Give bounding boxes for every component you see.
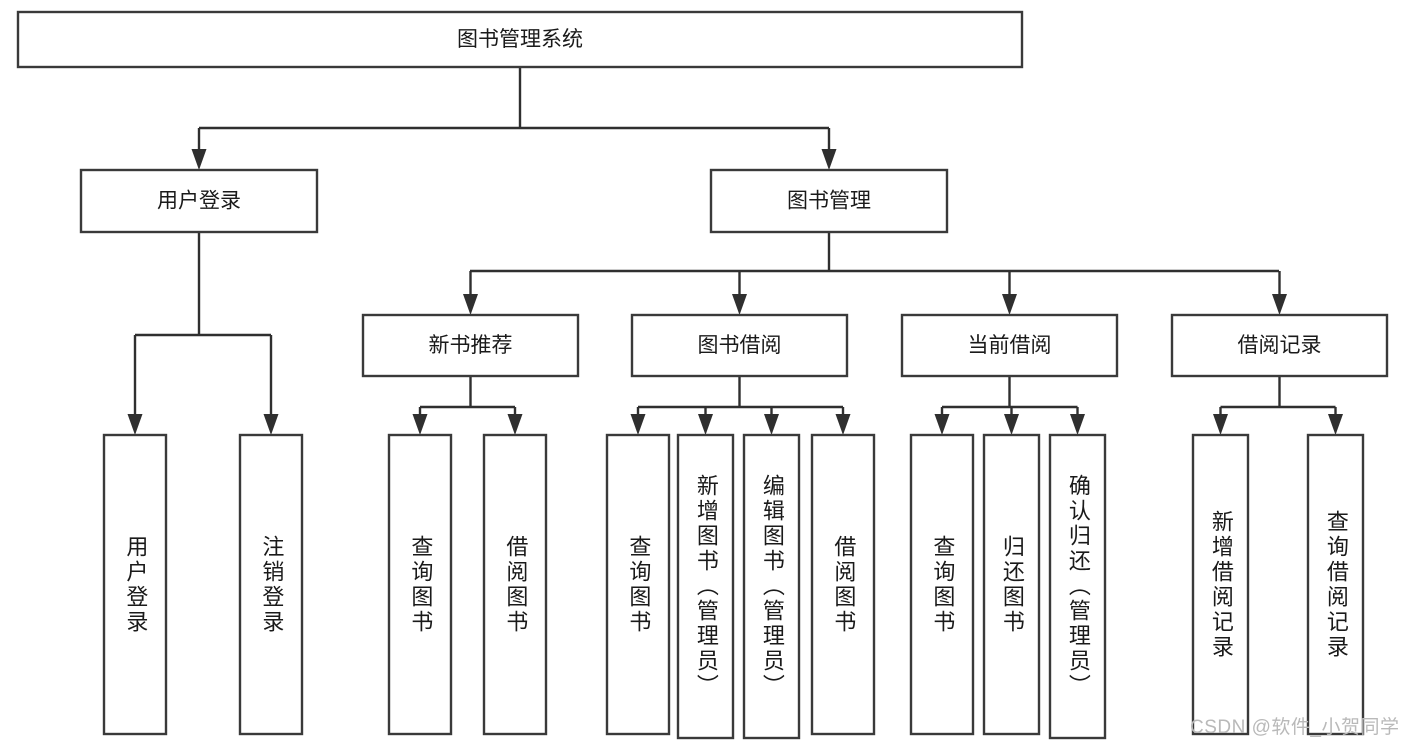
node-box-borrow-record[interactable]	[1170, 313, 1389, 378]
arrow-head-icon	[191, 149, 207, 170]
arrow-head-icon	[1002, 294, 1017, 315]
node-box-new-book-recommend[interactable]	[361, 313, 580, 378]
arrow-head-icon	[698, 414, 713, 435]
leaf-box-leaf-add-book[interactable]	[676, 433, 735, 740]
leaf-box-leaf-borrow-book[interactable]	[810, 433, 876, 736]
arrow-head-icon	[1272, 294, 1287, 315]
leaf-box-leaf-add-record[interactable]	[1191, 433, 1250, 736]
node-box-book-borrow[interactable]	[630, 313, 849, 378]
leaf-box-leaf-user-login[interactable]	[102, 433, 168, 736]
node-label-book-borrow: 图书借阅	[698, 334, 782, 357]
arrow-head-icon	[1213, 414, 1228, 435]
arrow-head-icon	[1070, 414, 1085, 435]
leaf-box-leaf-borrow-book-rec[interactable]	[482, 433, 548, 736]
arrow-head-icon	[412, 414, 428, 435]
arrow-head-icon	[127, 414, 143, 435]
arrow-head-icon	[1328, 414, 1343, 435]
node-label-current-borrow: 当前借阅	[968, 334, 1052, 357]
leaf-box-leaf-query-record[interactable]	[1306, 433, 1365, 736]
leaf-box-leaf-query-book-cur[interactable]	[909, 433, 975, 736]
node-box-root[interactable]	[16, 10, 1024, 69]
arrow-head-icon	[934, 414, 950, 435]
node-label-root: 图书管理系统	[457, 28, 583, 51]
box-layer	[16, 10, 1389, 740]
leaf-box-leaf-edit-book[interactable]	[742, 433, 801, 740]
arrow-head-icon	[764, 414, 779, 435]
arrow-head-icon	[507, 414, 523, 435]
node-box-current-borrow[interactable]	[900, 313, 1119, 378]
csdn-watermark: CSDN @软件_小贺同学	[1190, 717, 1400, 738]
arrow-head-icon	[263, 414, 279, 435]
node-box-book-manage[interactable]	[709, 168, 949, 234]
connector-layer	[127, 67, 1343, 435]
arrow-head-icon	[1004, 414, 1019, 435]
arrow-head-icon	[821, 149, 837, 170]
leaf-box-leaf-confirm-return[interactable]	[1048, 433, 1107, 740]
node-label-new-book-recommend: 新书推荐	[429, 334, 513, 357]
node-label-borrow-record: 借阅记录	[1238, 334, 1322, 357]
leaf-box-leaf-return-book[interactable]	[982, 433, 1041, 736]
leaf-box-leaf-query-book-borrow[interactable]	[605, 433, 671, 736]
node-label-book-manage: 图书管理	[787, 190, 871, 213]
leaf-box-leaf-user-logout[interactable]	[238, 433, 304, 736]
arrow-head-icon	[630, 414, 646, 435]
arrow-head-icon	[835, 414, 851, 435]
arrow-head-icon	[732, 294, 747, 315]
arrow-head-icon	[463, 294, 478, 315]
node-box-user-login[interactable]	[79, 168, 319, 234]
leaf-box-leaf-query-book-rec[interactable]	[387, 433, 453, 736]
node-label-user-login: 用户登录	[157, 190, 241, 213]
